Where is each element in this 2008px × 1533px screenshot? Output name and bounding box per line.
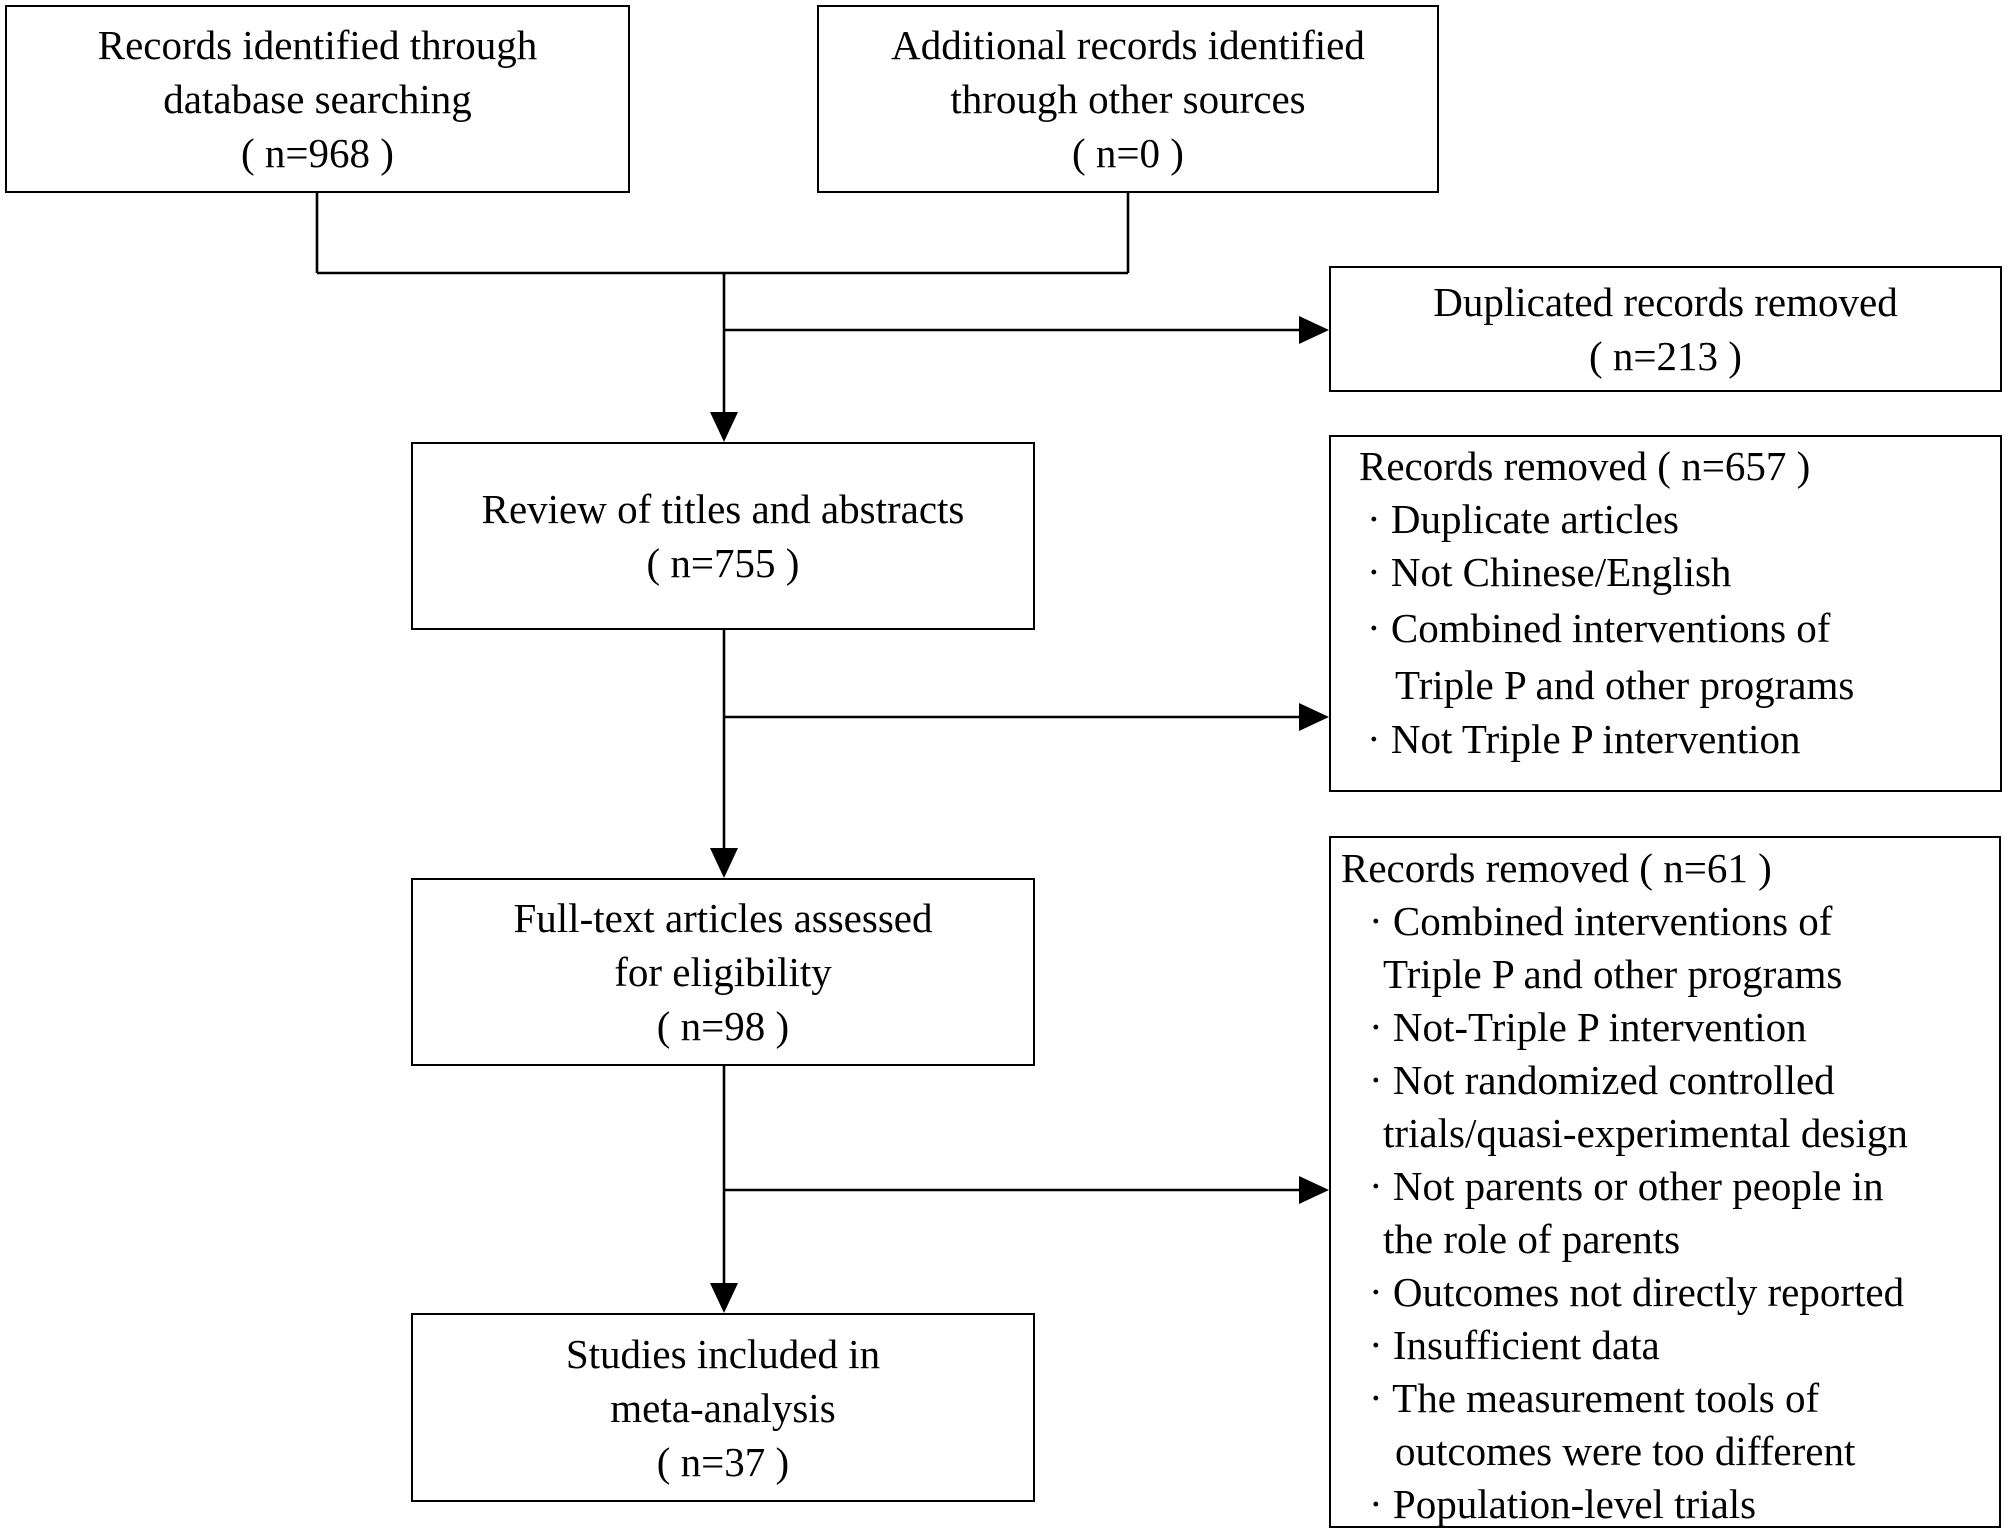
included-line-1: Studies included in (565, 1330, 881, 1377)
included-line-2: meta-analysis (610, 1384, 836, 1431)
removed-eligibility-item: · Not randomized controlled (1369, 1057, 1835, 1103)
included-studies-box: Studies included in meta-analysis ( n=37… (411, 1313, 1035, 1502)
removed-eligibility-item: · The measurement tools of (1369, 1375, 1820, 1421)
duplicates-removed-label: Duplicated records removed (1433, 279, 1898, 325)
removed-screening-item: · Not Triple P intervention (1367, 716, 1801, 762)
arrowhead-to-fulltext (710, 848, 738, 878)
removed-screening-item: · Duplicate articles (1367, 496, 1679, 542)
removed-eligibility-box: Records removed ( n=61 ) · Combined inte… (1329, 836, 2001, 1528)
arrowhead-to-review (710, 412, 738, 442)
removed-eligibility-item: · Population-level trials (1369, 1481, 1757, 1527)
full-text-assessed-box: Full-text articles assessed for eligibil… (411, 878, 1035, 1066)
removed-screening-header: Records removed ( n=657 ) (1359, 443, 1811, 489)
removed-screening-item: Triple P and other programs (1395, 662, 1855, 708)
removed-screening-box: Records removed ( n=657 ) · Duplicate ar… (1329, 435, 2002, 792)
removed-eligibility-item: trials/quasi-experimental design (1383, 1110, 1908, 1156)
arrowhead-to-removed-screening (1299, 703, 1329, 731)
removed-eligibility-item: · Not parents or other people in (1369, 1163, 1884, 1209)
arrowhead-to-removed-eligibility (1299, 1176, 1329, 1204)
arrowhead-to-included (710, 1283, 738, 1313)
removed-eligibility-item: the role of parents (1383, 1216, 1681, 1262)
other-sources-count: ( n=0 ) (1072, 130, 1184, 176)
other-sources-line-2: through other sources (950, 76, 1306, 122)
database-search-box: Records identified through database sear… (5, 5, 630, 193)
full-text-count: ( n=98 ) (656, 1003, 790, 1049)
review-label: Review of titles and abstracts (481, 486, 965, 532)
removed-eligibility-item: · Insufficient data (1369, 1322, 1660, 1368)
removed-screening-item: · Not Chinese/English (1367, 549, 1732, 595)
database-search-line-2: database searching (163, 76, 472, 122)
removed-eligibility-item: · Combined interventions of (1369, 898, 1833, 944)
full-text-line-1: Full-text articles assessed (513, 895, 933, 941)
removed-eligibility-item: Triple P and other programs (1383, 951, 1843, 997)
database-search-line-1: Records identified through (97, 22, 538, 68)
removed-screening-item: · Combined interventions of (1367, 605, 1831, 651)
duplicates-removed-box: Duplicated records removed ( n=213 ) (1329, 266, 2002, 392)
included-count: ( n=37 ) (656, 1438, 790, 1485)
database-search-count: ( n=968 ) (241, 130, 394, 176)
duplicates-removed-count: ( n=213 ) (1589, 333, 1742, 379)
removed-eligibility-item: · Outcomes not directly reported (1369, 1269, 1905, 1315)
removed-eligibility-header: Records removed ( n=61 ) (1341, 845, 1772, 891)
full-text-line-2: for eligibility (614, 949, 832, 995)
other-sources-box: Additional records identified through ot… (817, 5, 1439, 193)
removed-eligibility-item: outcomes were too different (1395, 1428, 1856, 1474)
removed-eligibility-item: · Not-Triple P intervention (1369, 1004, 1807, 1050)
other-sources-line-1: Additional records identified (891, 22, 1365, 68)
arrowhead-to-duplicates (1299, 316, 1329, 344)
review-count: ( n=755 ) (646, 540, 800, 586)
title-abstract-review-box: Review of titles and abstracts ( n=755 ) (411, 442, 1035, 630)
